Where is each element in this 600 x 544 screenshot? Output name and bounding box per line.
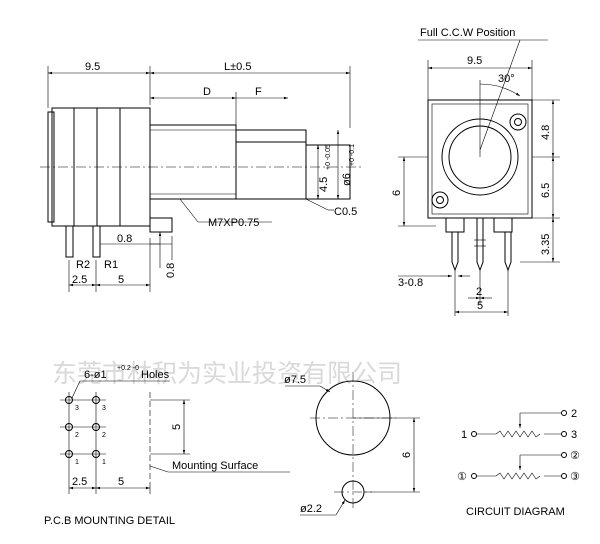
big-dia-label: ø7.5 xyxy=(284,374,306,386)
front-span-dim: 5 xyxy=(477,300,483,312)
front-pin-1 xyxy=(451,232,459,272)
front-view: Full C.C.W Position 9.5 30° 4.8 6.5 3.35 xyxy=(391,27,560,316)
pcb-title: P.C.B MOUNTING DETAIL xyxy=(44,515,175,527)
pin-height-dim: 0.8 xyxy=(165,263,177,278)
circuit-diagram: 2 1 3 ② ① ③ CIRCUIT DIAGRAM xyxy=(457,408,580,518)
shaft-dia-b: ø6 xyxy=(341,173,353,186)
circuit-bottom-1: ① xyxy=(457,471,467,483)
length-dim: L±0.5 xyxy=(224,61,251,73)
front-d3: 3.35 xyxy=(540,234,552,255)
holes-prefix: 6-ø1 xyxy=(84,369,107,381)
d-dim: D xyxy=(203,86,211,98)
r2-label: R2 xyxy=(76,259,90,271)
shaft-dia-b-tol: +0 -0.1 xyxy=(349,144,356,166)
front-pin-2 xyxy=(476,218,484,272)
small-dia-label: ø2.2 xyxy=(300,503,322,515)
bushing xyxy=(149,124,237,200)
pitch-a-dim: 2.5 xyxy=(72,274,87,286)
pin-label-r-3: 3 xyxy=(102,405,106,412)
thread-label: M7XP0.75 xyxy=(208,217,259,229)
mounting-surface-label: Mounting Surface xyxy=(172,460,258,472)
front-d1: 4.8 xyxy=(540,125,552,140)
pcb-pitch-a: 2.5 xyxy=(72,476,87,488)
front-view-title: Full C.C.W Position xyxy=(420,27,515,39)
pin-label-r-2: 2 xyxy=(102,432,106,439)
pin-label-l-3: 3 xyxy=(75,405,79,412)
r1-label: R1 xyxy=(104,259,118,271)
resistor-top xyxy=(495,430,541,438)
pcb-holes xyxy=(60,392,106,470)
angle-label: 30° xyxy=(498,73,515,85)
circuit-top-3: 3 xyxy=(571,429,577,441)
front-pin-3 xyxy=(504,232,512,272)
circuit-top-2: 2 xyxy=(571,408,577,420)
shaft xyxy=(235,129,351,200)
chamfer-label: C0.5 xyxy=(334,206,357,218)
pin-r1 xyxy=(92,226,101,258)
pin-label-r-1: 1 xyxy=(102,459,106,466)
hole-detail: ø7.5 ø2.2 6 xyxy=(284,372,420,516)
pin-r2 xyxy=(65,226,74,258)
pcb-detail: 6-ø1 +0.2 -0 Holes 3 2 1 3 2 1 Mounting xyxy=(44,365,290,527)
pcb-pitch-b: 5 xyxy=(118,476,124,488)
shaft-dia-a: 4.5 xyxy=(318,177,330,192)
body-width-dim: 9.5 xyxy=(85,61,100,73)
front-left-dim: 6 xyxy=(391,190,403,196)
front-d2: 6.5 xyxy=(540,183,552,198)
hole-spacing-dim: 6 xyxy=(401,452,413,458)
pcb-height-dim: 5 xyxy=(171,424,183,430)
side-view: 9.5 L±0.5 D F 4.5 +0 -0.05 ø6 +0 -0.1 xyxy=(40,61,362,292)
watermark: 东莞市林积为实业投资有限公司 xyxy=(52,359,402,388)
circuit-bottom-3: ③ xyxy=(570,471,580,483)
shaft-dia-a-tol: +0 -0.05 xyxy=(325,144,332,170)
circuit-title: CIRCUIT DIAGRAM xyxy=(466,506,565,518)
f-dim: F xyxy=(255,86,262,98)
pin-label-l-2: 2 xyxy=(75,432,79,439)
circuit-bottom-2: ② xyxy=(570,450,580,462)
front-width-dim: 9.5 xyxy=(467,55,482,67)
circuit-top-1: 1 xyxy=(461,429,467,441)
front-pins-dim: 3-0.8 xyxy=(398,277,423,289)
pitch-b-dim: 5 xyxy=(118,274,124,286)
holes-tol: +0.2 -0 xyxy=(117,365,139,372)
pin-label-l-1: 1 xyxy=(75,459,79,466)
holes-suffix: Holes xyxy=(141,369,170,381)
pin-offset-dim: 0.8 xyxy=(117,233,132,245)
front-pitch-dim: 2 xyxy=(476,286,482,298)
resistor-bottom xyxy=(495,472,541,480)
